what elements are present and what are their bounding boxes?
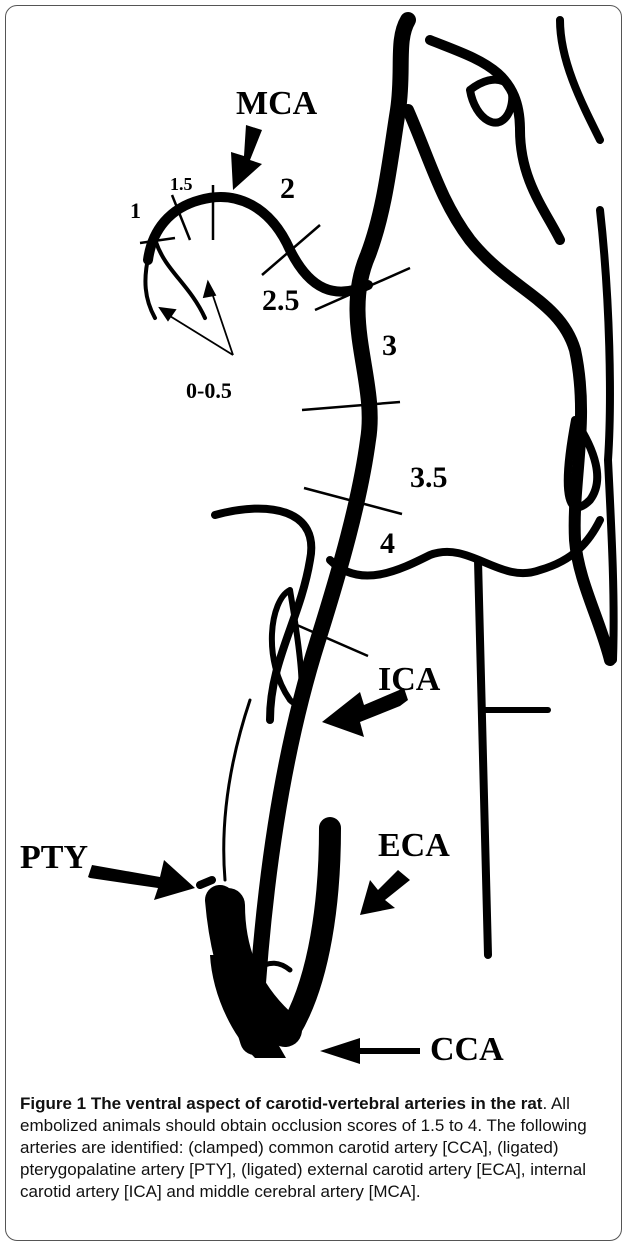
left-small-vessel [224, 700, 250, 880]
score-1-5-label: 1.5 [170, 174, 193, 194]
basilar-artery [408, 110, 610, 660]
score-line-3-5 [302, 402, 400, 410]
caption-title: Figure 1 The ventral aspect of carotid-v… [20, 1094, 542, 1113]
mca-label: MCA [236, 85, 318, 122]
score-0-0-5-label: 0-0.5 [186, 378, 232, 403]
ica-label: ICA [378, 661, 441, 698]
score-2-label: 2 [280, 172, 295, 205]
pty-arrow [88, 860, 195, 900]
score-2-5-label: 2.5 [262, 284, 300, 317]
upper-right-vessel [560, 20, 600, 140]
mca-branch-b [156, 242, 205, 318]
eca-label: ECA [378, 827, 450, 864]
upper-branch-loop [470, 80, 512, 123]
score-1-label: 1 [130, 198, 141, 223]
eca-artery [290, 828, 330, 1030]
score-line-2-5 [262, 225, 320, 275]
arrow-0-0-5-b-head [204, 282, 215, 297]
right-edge-vessel [600, 210, 614, 660]
artery-diagram: MCA ICA PTY ECA CCA 1 1.5 2 2.5 3 3.5 4 … [0, 0, 629, 1090]
pty-stub [200, 880, 212, 885]
score-3-5-label: 3.5 [410, 461, 448, 494]
posterior-connector [330, 520, 600, 576]
pty-label: PTY [20, 839, 88, 876]
arrow-0-0-5-a [165, 313, 233, 355]
figure-caption: Figure 1 The ventral aspect of carotid-v… [20, 1093, 620, 1203]
mca-artery [148, 197, 368, 292]
arrow-0-0-5-b [210, 287, 233, 355]
cca-arrow [320, 1038, 420, 1064]
eca-arrow [360, 870, 410, 915]
eca-small-branch [255, 963, 290, 970]
score-3-label: 3 [382, 329, 397, 362]
vertebral-artery [478, 560, 488, 955]
cca-label: CCA [430, 1031, 504, 1068]
score-4-label: 4 [380, 527, 395, 560]
mca-arrow [231, 125, 262, 190]
